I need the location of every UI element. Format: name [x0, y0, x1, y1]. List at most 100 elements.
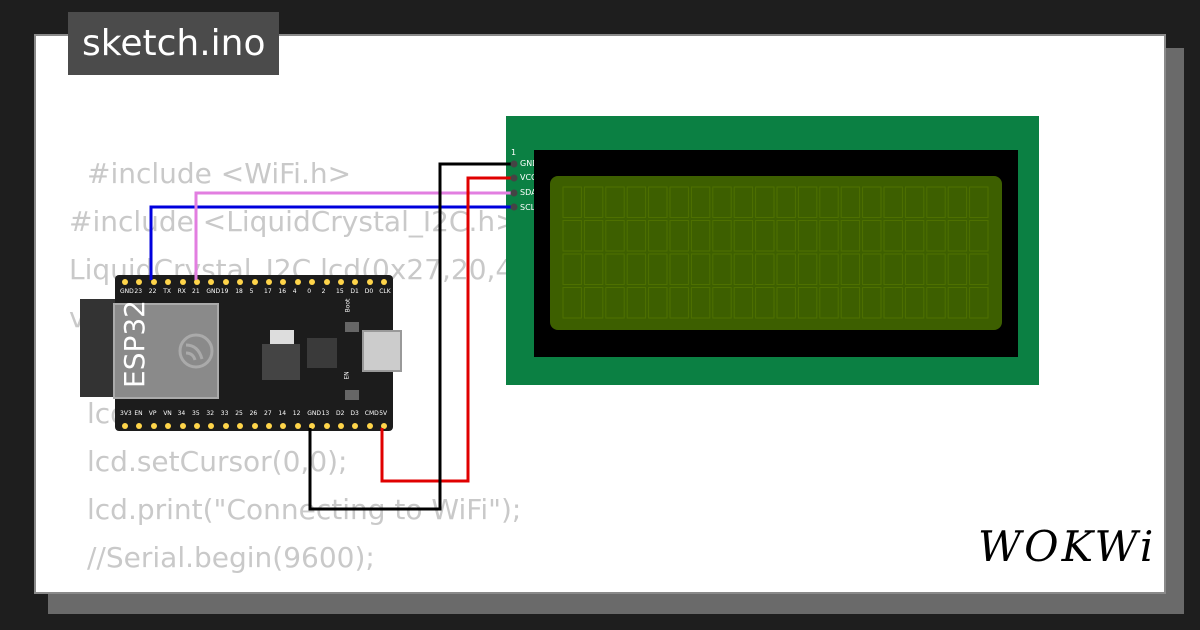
- header-pin[interactable]: [194, 279, 200, 285]
- lcd-cell: [712, 186, 732, 218]
- lcd-cell: [755, 220, 775, 252]
- lcd-cell: [947, 186, 968, 218]
- lcd-cell: [904, 253, 925, 285]
- lcd-cell: [776, 253, 796, 285]
- lcd-cell: [733, 253, 754, 285]
- pin-label: 26: [249, 410, 258, 417]
- pin-label: D1: [350, 288, 359, 295]
- header-pin[interactable]: [381, 423, 388, 429]
- lcd-cell: [862, 186, 882, 218]
- lcd-cell: [605, 220, 625, 252]
- header-pin[interactable]: [323, 423, 330, 429]
- header-pin[interactable]: [251, 423, 258, 429]
- lcd-cell: [626, 186, 647, 218]
- header-pin[interactable]: [366, 279, 373, 285]
- pin-label: 14: [278, 410, 287, 417]
- wire-scl[interactable]: [149, 205, 514, 280]
- lcd-cell: [819, 287, 839, 319]
- wire-gnd[interactable]: [308, 162, 514, 511]
- wire-sda[interactable]: [194, 191, 514, 280]
- wokwi-logo: WOKWi: [978, 522, 1157, 571]
- header-pin[interactable]: [222, 423, 229, 429]
- lcd-cell: [862, 253, 882, 285]
- header-pin[interactable]: [165, 423, 172, 429]
- header-pin[interactable]: [309, 279, 316, 285]
- pin-label: 15: [336, 288, 344, 295]
- header-pin[interactable]: [237, 423, 244, 429]
- header-pin[interactable]: [338, 423, 344, 429]
- header-pin[interactable]: [179, 423, 186, 429]
- lcd-cell: [733, 186, 754, 218]
- lcd-cell: [712, 220, 732, 252]
- lcd-cell: [840, 186, 861, 218]
- header-pin[interactable]: [280, 423, 287, 429]
- pin-label: 5: [249, 288, 254, 295]
- lcd-cell: [605, 186, 625, 218]
- pin-label: 16: [278, 288, 287, 295]
- code-line: Serial.print("Connecting to WiFi");: [87, 586, 560, 592]
- lcd-cell: [776, 220, 796, 252]
- header-pin[interactable]: [194, 423, 200, 429]
- header-pin[interactable]: [122, 423, 128, 429]
- lcd-cell: [926, 220, 946, 252]
- header-pin[interactable]: [136, 279, 143, 285]
- lcd-cell: [819, 220, 839, 252]
- lcd-cell: [797, 287, 818, 319]
- header-pin[interactable]: [381, 279, 388, 285]
- header-pin[interactable]: [150, 423, 157, 429]
- pin-label: CLK: [379, 288, 391, 295]
- lcd-cell: [562, 287, 582, 319]
- pin-label: RX: [177, 288, 186, 295]
- boot-button[interactable]: [345, 322, 359, 332]
- lcd-cell: [819, 186, 839, 218]
- header-pin[interactable]: [309, 423, 316, 429]
- lcd-cell: [904, 287, 925, 319]
- pin-label: D0: [364, 288, 374, 295]
- header-pin[interactable]: [208, 279, 215, 285]
- header-pin[interactable]: [179, 279, 186, 285]
- header-pin[interactable]: [366, 423, 373, 429]
- lcd-cell: [648, 287, 668, 319]
- header-pin[interactable]: [338, 279, 344, 285]
- lcd-cell: [755, 186, 775, 218]
- lcd-cell: [562, 253, 582, 285]
- esp32-module-shield: [113, 303, 219, 399]
- pin-label: GND: [120, 288, 134, 295]
- header-pin[interactable]: [266, 279, 272, 285]
- lcd-cell: [797, 220, 818, 252]
- lcd-cell: [904, 186, 925, 218]
- pin-label: 23: [134, 288, 143, 295]
- header-pin[interactable]: [237, 279, 244, 285]
- pin-label: 2: [321, 288, 326, 295]
- header-pin[interactable]: [294, 279, 301, 285]
- header-pin[interactable]: [294, 423, 301, 429]
- header-pin[interactable]: [323, 279, 330, 285]
- wire-vcc[interactable]: [380, 176, 514, 483]
- en-button[interactable]: [345, 390, 359, 400]
- header-pin[interactable]: [222, 279, 229, 285]
- header-pin[interactable]: [150, 279, 157, 285]
- header-pin[interactable]: [165, 279, 172, 285]
- lcd-cell: [862, 287, 882, 319]
- header-pin[interactable]: [280, 279, 287, 285]
- esp32-ldo-chip: [262, 344, 300, 380]
- pin-label: 19: [220, 288, 229, 295]
- header-pin[interactable]: [251, 279, 258, 285]
- header-pin[interactable]: [136, 423, 143, 429]
- lcd-cell: [712, 253, 732, 285]
- lcd-cell: [626, 220, 647, 252]
- header-pin[interactable]: [122, 279, 128, 285]
- header-pin[interactable]: [266, 423, 272, 429]
- pin-label: 21: [192, 288, 200, 295]
- micro-usb-port[interactable]: [362, 330, 402, 372]
- header-pin[interactable]: [352, 423, 359, 429]
- header-pin[interactable]: [208, 423, 215, 429]
- pin-label: 22: [148, 288, 157, 295]
- lcd-cell: [840, 253, 861, 285]
- pin-label: 33: [220, 410, 229, 417]
- pin-label: GND: [307, 410, 321, 417]
- pin-label: 17: [264, 288, 272, 295]
- lcd-cell: [669, 220, 689, 252]
- lcd-pin-sda-label: SDA: [520, 188, 537, 197]
- header-pin[interactable]: [352, 279, 359, 285]
